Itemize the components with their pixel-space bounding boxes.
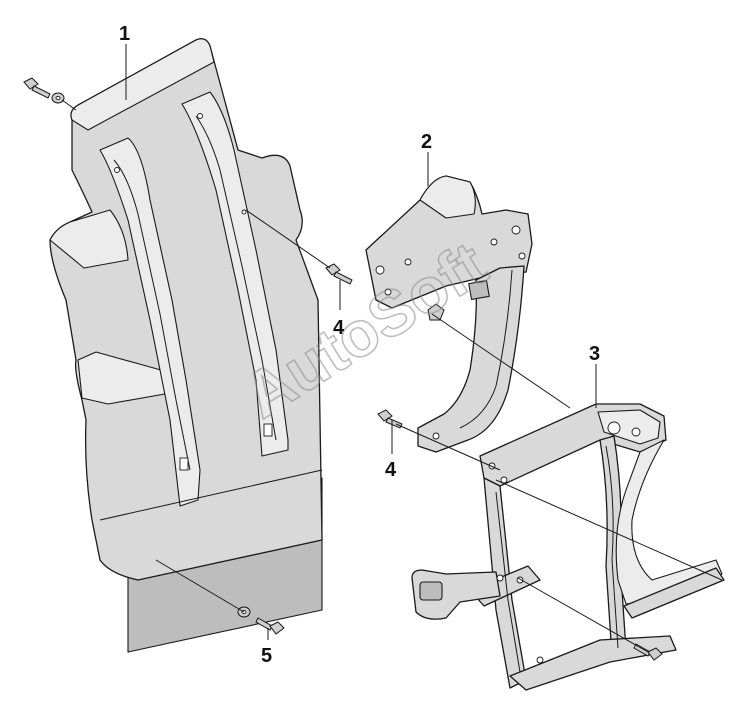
callout-5: 5 [261, 645, 272, 667]
part-2-upper-bracket [365, 175, 533, 453]
fastener-bolt-5 [255, 617, 285, 635]
fastener-bolt-top-left [23, 77, 51, 99]
cover-top-face [70, 38, 215, 131]
part-3-seat-frame [411, 403, 725, 691]
callout-4b: 4 [385, 459, 397, 481]
frame-side-member [615, 439, 723, 605]
frame-bottom-rail [509, 635, 677, 691]
frame-right-foot [623, 567, 725, 619]
cover-right-rail [181, 91, 289, 457]
part-1-seat-back-cover [49, 38, 323, 653]
cover-left-rail [99, 137, 201, 507]
fastener-nut-bracket [427, 303, 445, 321]
fastener-bolt-frame-bottom [633, 643, 663, 661]
leader-lines [61, 44, 723, 653]
fastener-bolt-4-lower [377, 409, 403, 429]
fastener-washer-top-left [51, 92, 65, 104]
bracket-top-ridge [419, 175, 476, 219]
rail-slot-left [179, 457, 189, 471]
bracket-arm [417, 265, 525, 453]
callout-1: 1 [119, 23, 130, 45]
fastener-bolt-4-upper [325, 263, 353, 285]
cover-bolster [49, 209, 129, 269]
callout-3: 3 [589, 343, 600, 365]
rail-slot-right [263, 423, 273, 437]
callout-4a: 4 [333, 317, 345, 339]
callout-2: 2 [421, 131, 432, 153]
